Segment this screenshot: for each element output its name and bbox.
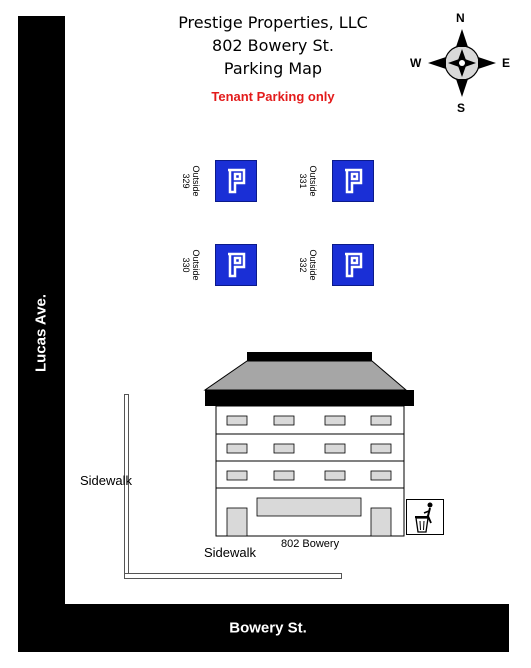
trash-can-icon [406, 499, 444, 535]
compass-rose-icon [426, 27, 498, 99]
sidewalk-horizontal [124, 567, 342, 579]
company-name: Prestige Properties, LLC [178, 13, 368, 32]
road-bowery-st [18, 604, 509, 652]
tenant-parking-note: Tenant Parking only [211, 89, 335, 104]
map-title: Parking Map [223, 59, 323, 78]
street-label-lucas: Lucas Ave. [32, 293, 50, 373]
parking-sign-icon [332, 160, 374, 202]
compass-north: N [456, 11, 465, 25]
parking-sign-icon [215, 160, 257, 202]
street-label-bowery: Bowery St. [229, 619, 307, 637]
address-line: 802 Bowery St. [212, 36, 334, 55]
sidewalk-label-horizontal: Sidewalk [204, 545, 257, 560]
road-lucas-ave [18, 16, 65, 652]
parking-sign-icon [215, 244, 257, 286]
building-label: 802 Bowery [281, 538, 340, 550]
parking-sign-icon [332, 244, 374, 286]
building [200, 350, 420, 540]
sidewalk-label-vertical: Sidewalk [80, 473, 133, 488]
compass-east: E [502, 56, 511, 70]
compass-south: S [457, 101, 466, 115]
compass-west: W [410, 56, 422, 70]
